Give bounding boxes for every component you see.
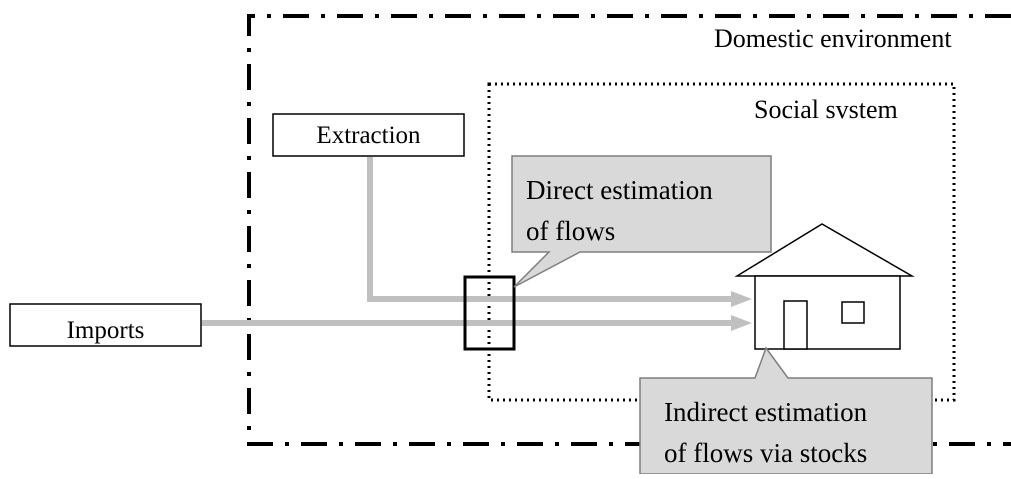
house-door — [783, 300, 808, 350]
indirect-callout-line-1: Indirect estimation — [664, 397, 868, 427]
direct-callout-line-1: Direct estimation — [526, 175, 713, 205]
direct-estimation-callout-text: Direct estimation of flows — [526, 170, 713, 252]
imports-box — [9, 303, 202, 347]
social-system-label: Social svstem — [754, 95, 898, 124]
domestic-environment-boundary — [247, 14, 1011, 446]
house-body — [754, 275, 901, 350]
extraction-flow-arrow — [367, 157, 740, 302]
imports-label: Imports — [66, 317, 145, 344]
direct-callout-line-2: of flows — [526, 216, 616, 246]
direct-measurement-window — [463, 275, 516, 351]
extraction-flow-arrowhead — [731, 291, 752, 307]
domestic-environment-label: Domestic environment — [714, 24, 952, 53]
social-system-boundary — [487, 82, 956, 402]
direct-callout-bubble — [511, 155, 772, 288]
extraction-box — [272, 113, 465, 157]
indirect-callout-line-2: of flows via stocks — [664, 438, 868, 468]
imports-flow-arrowhead — [731, 315, 752, 331]
extraction-label: Extraction — [316, 122, 421, 149]
house-window — [841, 301, 865, 324]
indirect-estimation-callout-text: Indirect estimation of flows via stocks — [664, 392, 867, 474]
